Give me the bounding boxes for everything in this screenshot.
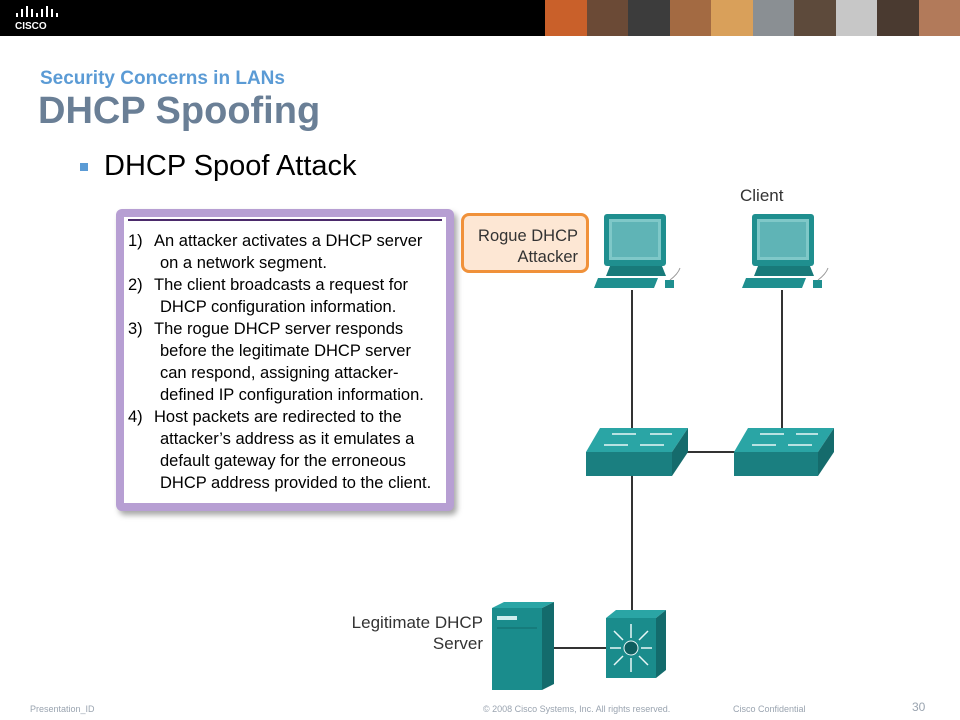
header-bar: CISCO [0, 0, 960, 36]
svg-text:CISCO: CISCO [15, 21, 47, 32]
divider [128, 219, 442, 221]
header-photo-strip [545, 0, 960, 36]
slide-title: DHCP Spoofing [38, 90, 321, 132]
dhcp-server-icon [492, 602, 554, 690]
list-item: 3)The rogue DHCP server responds before … [128, 320, 424, 404]
switch-left-icon [586, 428, 688, 476]
client-pc-icon [742, 214, 829, 288]
list-item: 2)The client broadcasts a request for DH… [128, 276, 409, 316]
rogue-pc-icon [594, 214, 681, 288]
network-links [553, 290, 783, 649]
client-label: Client [740, 186, 784, 205]
steps-callout: 1)An attacker activates a DHCP server on… [116, 209, 454, 511]
footer-presentation-id: Presentation_ID [30, 704, 95, 714]
footer-confidential: Cisco Confidential [733, 704, 806, 714]
cisco-logo-icon: CISCO [15, 6, 58, 32]
list-item: 1)An attacker activates a DHCP server on… [128, 232, 423, 272]
bullet-square-icon [80, 162, 88, 171]
bullet-item: DHCP Spoof Attack [80, 150, 357, 183]
rogue-dhcp-attacker-label: Rogue DHCP Attacker [461, 213, 589, 273]
multilayer-switch-icon [606, 610, 666, 678]
list-item: 4)Host packets are redirected to the att… [128, 408, 432, 492]
steps-list: 1)An attacker activates a DHCP server on… [128, 230, 442, 494]
footer-copyright: © 2008 Cisco Systems, Inc. All rights re… [483, 704, 671, 714]
bullet-text: DHCP Spoof Attack [104, 150, 357, 182]
slide-subtitle: Security Concerns in LANs [40, 68, 285, 89]
legitimate-dhcp-server-label: Legitimate DHCP Server [351, 613, 483, 653]
page-number: 30 [912, 700, 926, 714]
switch-right-icon [734, 428, 834, 476]
